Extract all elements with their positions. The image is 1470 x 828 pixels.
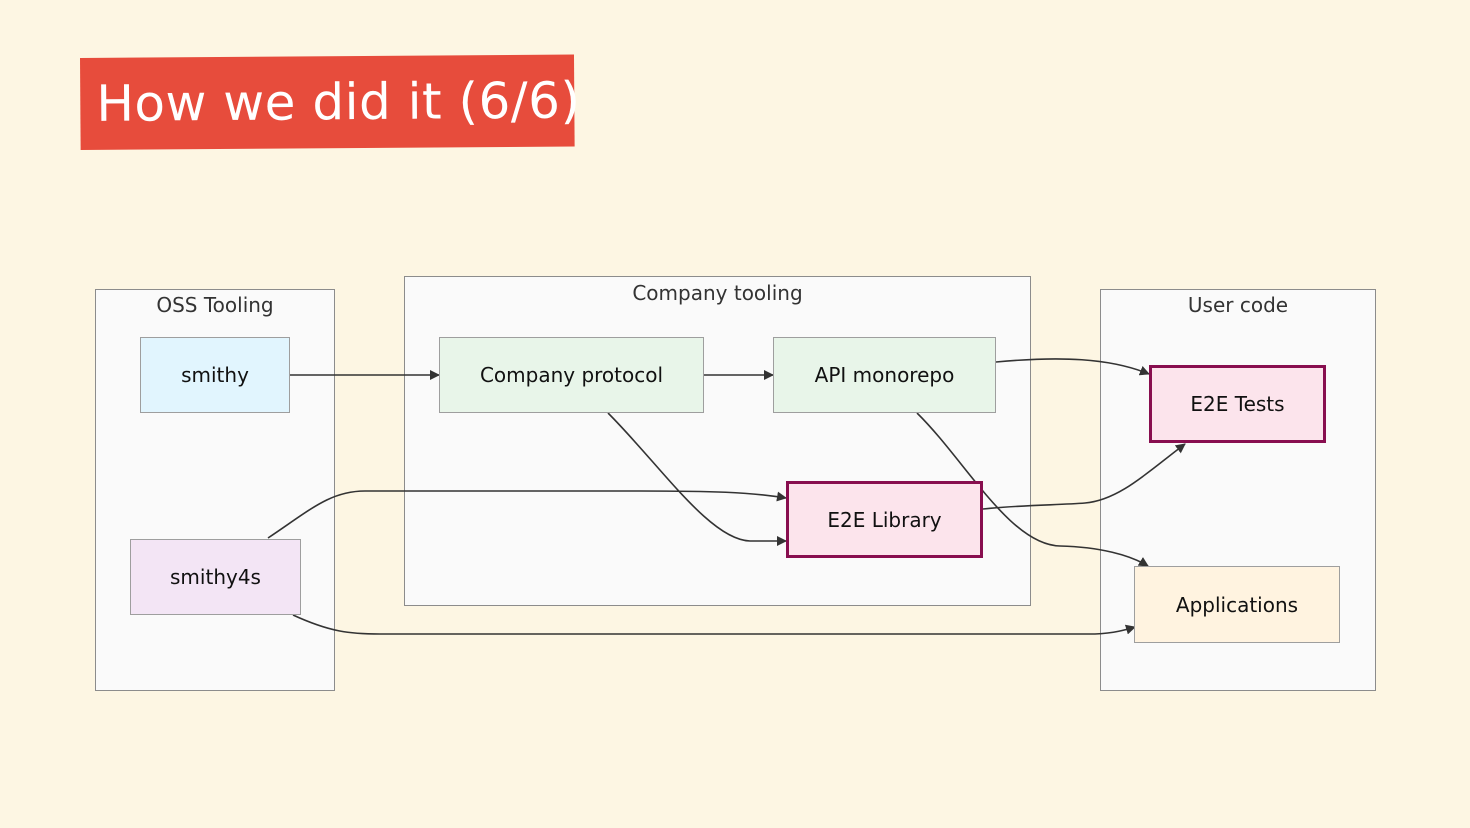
node-applications: Applications: [1134, 566, 1340, 643]
node-api-monorepo: API monorepo: [773, 337, 996, 413]
node-smithy4s: smithy4s: [130, 539, 301, 615]
edge-smithy4s-to-applications: [292, 614, 1136, 635]
node-e2e-library: E2E Library: [786, 481, 983, 558]
node-smithy: smithy: [140, 337, 290, 413]
slide-title: How we did it (6/6): [96, 71, 581, 133]
node-e2e-tests: E2E Tests: [1149, 365, 1326, 443]
cluster-label-user-code: User code: [1187, 293, 1289, 317]
node-company-protocol: Company protocol: [439, 337, 704, 413]
cluster-label-company-tooling: Company tooling: [632, 281, 803, 305]
cluster-label-oss-tooling: OSS Tooling: [156, 293, 274, 317]
title-banner: How we did it (6/6): [80, 54, 581, 150]
